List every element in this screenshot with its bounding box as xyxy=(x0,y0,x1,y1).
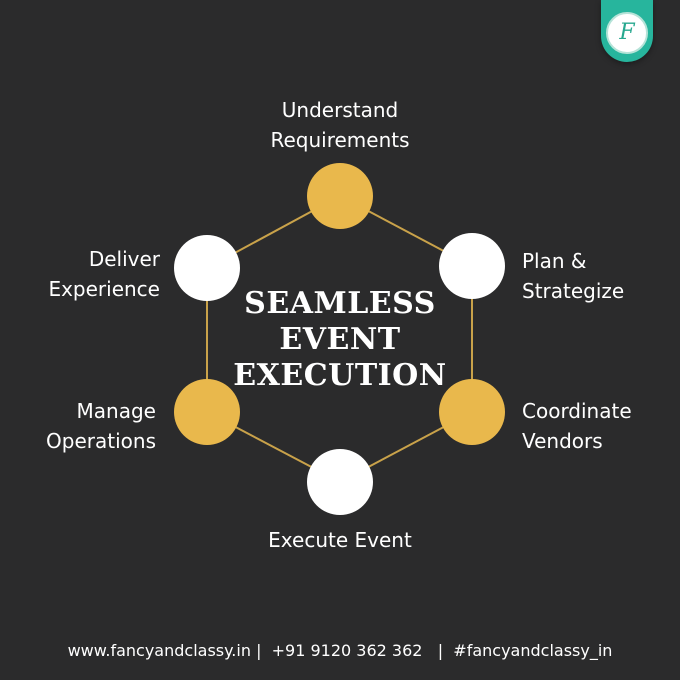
footer-separator: | xyxy=(256,641,262,660)
brand-logo[interactable]: F xyxy=(601,0,653,62)
label-line: Operations xyxy=(46,429,156,453)
label-line: Coordinate xyxy=(522,399,632,423)
label-line: Experience xyxy=(48,277,160,301)
title-line: EXECUTION xyxy=(233,358,447,393)
node-deliver-experience xyxy=(174,235,240,301)
label-line: Strategize xyxy=(522,279,625,303)
logo-monogram-icon: F xyxy=(606,12,648,54)
label-line: Requirements xyxy=(270,128,410,152)
node-understand-requirements xyxy=(307,163,373,229)
label-line: Manage xyxy=(76,399,156,423)
title-line: EVENT xyxy=(279,322,401,357)
footer-contact: www.fancyandclassy.in | +91 9120 362 362… xyxy=(0,640,680,662)
footer-website-link[interactable]: www.fancyandclassy.in xyxy=(67,641,251,660)
title-line: SEAMLESS xyxy=(244,286,436,321)
label-deliver-experience: Deliver Experience xyxy=(10,244,160,304)
label-line: Plan & xyxy=(522,249,587,273)
footer-separator: | xyxy=(437,641,444,660)
label-line: Vendors xyxy=(522,429,603,453)
label-manage-operations: Manage Operations xyxy=(10,396,156,456)
footer-phone[interactable]: +91 9120 362 362 xyxy=(271,641,423,660)
label-understand-requirements: Understand Requirements xyxy=(240,95,440,155)
label-line: Deliver xyxy=(88,247,160,271)
center-title: SEAMLESS EVENT EXECUTION xyxy=(220,286,460,394)
label-line: Execute Event xyxy=(268,528,412,552)
footer-hashtag[interactable]: #fancyandclassy_in xyxy=(453,641,613,660)
node-coordinate-vendors xyxy=(439,379,505,445)
node-manage-operations xyxy=(174,379,240,445)
label-coordinate-vendors: Coordinate Vendors xyxy=(522,396,672,456)
label-plan-strategize: Plan & Strategize xyxy=(522,246,672,306)
label-line: Understand xyxy=(281,98,399,122)
label-execute-event: Execute Event xyxy=(240,525,440,555)
node-execute-event xyxy=(307,449,373,515)
node-plan-strategize xyxy=(439,233,505,299)
